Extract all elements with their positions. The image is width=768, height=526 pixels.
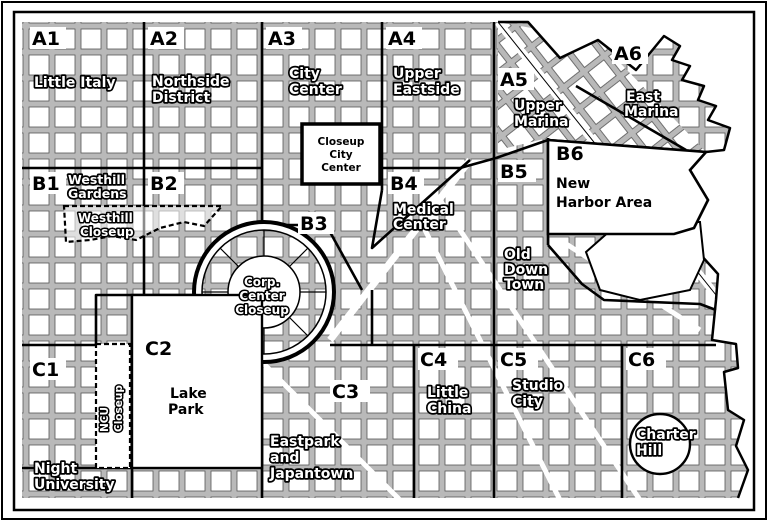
zone-name-c4-line2: China [427, 401, 471, 417]
zone-a4[interactable]: A4 Upper Eastside [386, 27, 461, 100]
zone-name-c5-line1: Studio [512, 378, 564, 394]
zone-c4[interactable]: C4 Little China [418, 348, 473, 419]
zone-name-b6-line2: Harbor Area [556, 195, 652, 211]
zone-code-b5: B5 [500, 161, 528, 183]
zone-name-b5-line1: Old [504, 247, 531, 263]
zone-b5[interactable]: B5 Old Down Town [498, 160, 550, 295]
zone-name-a5-line1: Upper [514, 98, 562, 114]
zone-name-b1-line1: Westhill [68, 172, 125, 187]
zone-code-a3: A3 [268, 28, 296, 50]
zone-code-a4: A4 [388, 28, 416, 50]
zone-code-a5: A5 [500, 69, 528, 91]
zone-code-a2: A2 [150, 28, 178, 50]
zone-name-a6-line2: Marina [624, 104, 679, 120]
zone-name-c1-line2: University [34, 477, 115, 493]
closeup-label-westhill-line1: Westhill [78, 211, 133, 225]
zone-name-b4-line2: Center [393, 217, 446, 233]
zone-a1[interactable]: A1 Little Italy [30, 27, 117, 93]
zone-name-b5-line3: Town [504, 277, 544, 293]
zone-code-b1: B1 [32, 173, 60, 195]
zone-c1[interactable]: C1 Night University [30, 358, 116, 495]
zone-name-b4-line1: Medical [393, 202, 454, 218]
closeup-label-corp-center-line1: Corp. [244, 275, 280, 289]
zone-b3[interactable]: B3 [298, 212, 334, 235]
zone-b6[interactable]: B6 New Harbor Area [546, 138, 710, 236]
zone-name-c3-line3: Japantown [269, 466, 353, 482]
zone-name-a3-line2: Center [289, 82, 342, 98]
closeup-label-city-center-line2: City [329, 149, 352, 161]
zone-b2[interactable]: B2 [148, 172, 184, 195]
zone-name-c1-line1: Night [34, 461, 78, 477]
zone-c5[interactable]: C5 Studio City [498, 348, 565, 412]
closeup-label-westhill-line2: Closeup [80, 225, 134, 239]
zone-code-a6: A6 [614, 43, 642, 65]
zone-code-b3: B3 [300, 213, 328, 235]
zone-name-b1-line2: Gardens [68, 186, 127, 201]
zone-name-a3-line1: City [289, 66, 320, 82]
charter-hill-circle [628, 412, 692, 476]
zone-name-c6-line1: Charter [636, 427, 696, 443]
closeup-label-corp-center-line3: Closeup [235, 303, 289, 317]
closeup-box-ncu[interactable] [94, 342, 132, 470]
zone-code-c4: C4 [420, 349, 447, 371]
closeup-box-westhill[interactable] [62, 204, 225, 244]
zone-name-c6-line2: Hill [636, 443, 662, 459]
zone-name-a1: Little Italy [34, 75, 116, 91]
zone-name-b6-line1: New [556, 176, 590, 192]
zone-name-a2-line2: District [152, 90, 210, 106]
zone-name-c3-line2: and [270, 450, 299, 466]
zone-b1[interactable]: B1 Westhill Gardens [30, 170, 128, 203]
zone-name-c2-line1: Lake [170, 386, 207, 402]
zone-code-c1: C1 [32, 359, 59, 381]
zone-name-a4-line2: Eastside [393, 82, 460, 98]
zone-code-a1: A1 [32, 28, 60, 50]
zone-a2[interactable]: A2 Northside District [148, 27, 231, 108]
zone-a6[interactable]: A6 East Marina [612, 42, 680, 122]
zone-name-c2-line2: Park [168, 402, 204, 418]
zone-c3[interactable]: C3 Eastpark and Japantown [267, 380, 370, 484]
zone-a3[interactable]: A3 City Center [266, 27, 344, 100]
closeup-box-city-center[interactable] [300, 122, 382, 186]
zone-name-c5-line2: City [512, 394, 543, 410]
closeup-label-ncu-line1: NCU [99, 407, 111, 432]
closeup-label-city-center-line1: Closeup [318, 136, 365, 148]
zone-name-a6-line1: East [626, 89, 660, 105]
zone-name-a5-line2: Marina [514, 114, 569, 130]
zone-name-a2-line1: Northside [152, 74, 230, 90]
zone-name-c3-line1: Eastpark [270, 434, 340, 450]
zone-code-c6: C6 [628, 349, 655, 371]
closeup-labels: Closeup City Center Westhill Closeup Cor… [77, 136, 365, 434]
zone-code-b6: B6 [556, 143, 584, 165]
zone-name-a4-line1: Upper [393, 66, 441, 82]
closeup-label-city-center-line3: Center [321, 162, 361, 174]
zone-labels: A1 Little Italy A2 Northside District A3… [30, 27, 710, 495]
zone-name-c4-line1: Little [427, 385, 468, 401]
zone-name-b5-line2: Down [504, 262, 548, 278]
zone-b4[interactable]: B4 Medical Center [388, 172, 455, 235]
closeup-label-ncu-line2: Closeup [113, 385, 125, 432]
zone-code-c2: C2 [145, 338, 172, 360]
zone-code-c3: C3 [332, 381, 359, 403]
zone-code-b2: B2 [150, 173, 178, 195]
zone-a5[interactable]: A5 Upper Marina [498, 68, 570, 132]
closeup-label-corp-center-line2: Center [239, 289, 284, 303]
zone-code-c5: C5 [500, 349, 527, 371]
zone-c2[interactable]: C2 Lake Park [130, 293, 264, 470]
zone-c6[interactable]: C6 Charter Hill [626, 348, 697, 461]
zone-code-b4: B4 [390, 173, 418, 195]
